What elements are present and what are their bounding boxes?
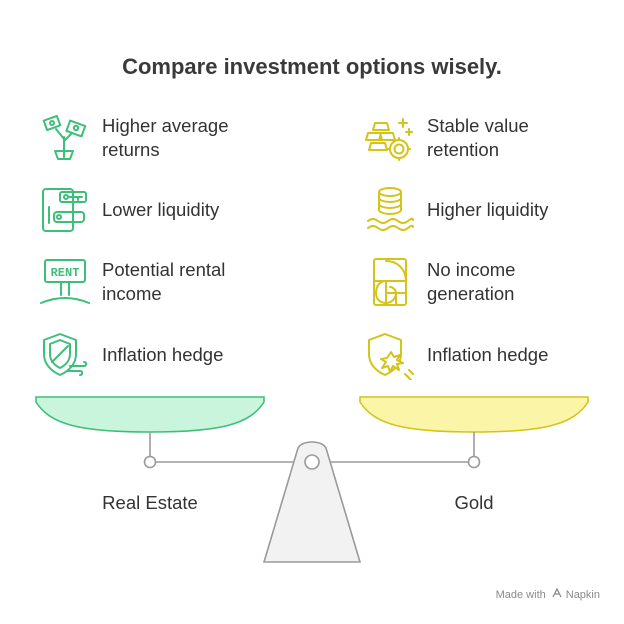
left-item-returns: Higher average returns [40, 113, 272, 163]
left-item-liquidity: Lower liquidity [40, 185, 272, 235]
center-pivot [304, 454, 320, 470]
page-title: Compare investment options wisely. [122, 54, 502, 79]
right-item-stable: Stable value retention [365, 113, 597, 163]
right-item-label: Inflation hedge [427, 344, 549, 365]
left-pivot [143, 455, 157, 469]
shield-burst-icon [365, 330, 415, 380]
footer-credit: Made with Napkin [495, 587, 600, 601]
left-item-inflation: Inflation hedge [40, 330, 272, 380]
svg-text:RENT: RENT [51, 266, 80, 280]
napkin-logo-icon [552, 587, 562, 601]
scale-base [262, 441, 362, 563]
brand-name: Napkin [565, 588, 600, 601]
locked-cabinet-icon [40, 185, 90, 235]
made-with-text: Made with [495, 588, 546, 601]
left-item-label: Higher average returns [102, 115, 229, 160]
left-item-label: Potential rental income [102, 259, 226, 304]
shield-wind-icon [40, 330, 90, 380]
right-item-inflation: Inflation hedge [365, 330, 597, 380]
right-item-income: No income generation [365, 257, 597, 307]
golden-spiral-icon [365, 257, 415, 307]
left-pan [35, 396, 265, 433]
right-pivot [467, 455, 481, 469]
left-side-label: Real Estate [102, 492, 198, 513]
gold-bars-icon [365, 113, 415, 163]
right-item-label: Stable value retention [427, 115, 529, 160]
left-item-label: Inflation hedge [102, 344, 224, 365]
left-item-label: Lower liquidity [102, 199, 220, 220]
money-plant-icon [40, 113, 90, 163]
rent-sign-icon: RENT [40, 257, 90, 307]
right-pan [359, 396, 589, 433]
left-item-rental: RENT Potential rental income [40, 257, 272, 307]
coin-stack-water-icon [365, 185, 415, 235]
right-item-label: Higher liquidity [427, 199, 549, 220]
right-item-label: No income generation [427, 259, 516, 304]
right-item-liquidity: Higher liquidity [365, 185, 597, 235]
right-side-label: Gold [454, 492, 494, 513]
